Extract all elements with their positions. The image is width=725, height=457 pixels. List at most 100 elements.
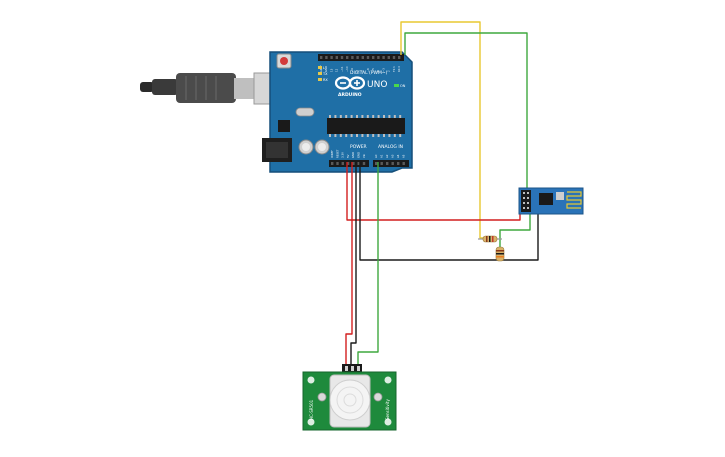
digital-pin-label: ~3 <box>381 68 385 72</box>
digital-pin-label: ~10 <box>345 66 349 72</box>
chip-pin <box>350 134 353 137</box>
chip-pin <box>345 134 348 137</box>
wire-red-5v-to-pir[interactable] <box>345 162 353 372</box>
wire-green-pir-signal[interactable] <box>357 162 379 372</box>
header-pin[interactable] <box>330 56 333 59</box>
analog-pin-label: A2 <box>385 154 389 158</box>
esp-pin[interactable] <box>523 197 525 199</box>
header-pin[interactable] <box>320 56 323 59</box>
digital-pin-label: 4 <box>376 70 380 72</box>
header-pin[interactable] <box>335 56 338 59</box>
chip-pin <box>350 115 353 118</box>
analog-pin[interactable] <box>397 162 400 165</box>
header-pin[interactable] <box>325 56 328 59</box>
power-pin-label: GND <box>351 152 355 158</box>
pir-potentiometer[interactable] <box>373 392 383 402</box>
power-pin[interactable] <box>331 162 334 165</box>
chip-pin <box>366 134 369 137</box>
chip-pin <box>339 134 342 137</box>
power-pin-label: 5V <box>346 154 350 158</box>
chip-pin <box>361 115 364 118</box>
pir-motion-sensor[interactable]: HC-SR501 Sensitivity <box>302 364 397 431</box>
analog-label: ANALOG IN <box>378 144 403 150</box>
model-label: UNO <box>367 80 387 90</box>
esp-pin[interactable] <box>527 192 529 194</box>
wire-black-gnd-to-esp[interactable] <box>359 162 539 261</box>
header-pin[interactable] <box>356 56 359 59</box>
chip-pin <box>334 134 337 137</box>
arduino-logo <box>334 76 366 90</box>
reset-button-cap[interactable] <box>280 57 288 65</box>
digital-pin-label: 8 <box>355 70 359 72</box>
analog-pin-label: A3 <box>391 154 395 158</box>
analog-pin[interactable] <box>386 162 389 165</box>
power-pin[interactable] <box>336 162 339 165</box>
chip-pin <box>329 115 331 118</box>
esp-pin-header <box>521 190 531 212</box>
power-pin[interactable] <box>357 162 360 165</box>
pir-left-label: HC-SR501 <box>309 399 314 420</box>
analog-pin[interactable] <box>375 162 378 165</box>
chip-pin <box>388 115 391 118</box>
digital-pin-label: 2 <box>387 70 391 72</box>
esp-pin[interactable] <box>523 192 525 194</box>
esp-pin[interactable] <box>523 207 525 209</box>
header-pin[interactable] <box>340 56 344 59</box>
wire-green-rx[interactable] <box>404 32 528 199</box>
power-pin[interactable] <box>341 162 344 165</box>
chip-pin <box>393 115 396 118</box>
analog-pin[interactable] <box>380 162 383 165</box>
analog-pin[interactable] <box>391 162 394 165</box>
chip-pin <box>388 134 391 137</box>
power-led <box>394 84 399 87</box>
header-pin[interactable] <box>346 56 349 59</box>
analog-pin-label: A4 <box>396 154 400 158</box>
resistor-vertical[interactable] <box>495 246 505 262</box>
esp8266-wifi-module[interactable] <box>518 187 584 215</box>
chip-pin <box>345 115 348 118</box>
chip-pin <box>377 134 380 137</box>
status-leds: L TX RX <box>318 66 328 82</box>
chip-pin <box>393 134 396 137</box>
atmega-chip <box>327 118 405 134</box>
wire-green-resistor[interactable] <box>499 212 531 238</box>
header-pin[interactable] <box>361 56 364 59</box>
chip-pin <box>377 115 380 118</box>
header-pin[interactable] <box>387 56 390 59</box>
power-pin-label: RESET <box>335 149 339 158</box>
esp-pin[interactable] <box>527 197 529 199</box>
esp-pin[interactable] <box>523 202 525 204</box>
power-pin[interactable] <box>362 162 366 165</box>
analog-pin[interactable] <box>402 162 405 165</box>
chip-pin <box>383 115 385 118</box>
header-pin[interactable] <box>377 56 380 59</box>
pir-potentiometer[interactable] <box>317 392 327 402</box>
resistor-horizontal[interactable] <box>478 235 502 243</box>
digital-pin-label: RX 0 <box>397 66 401 72</box>
header-pin[interactable] <box>382 56 385 59</box>
header-pin[interactable] <box>398 56 401 59</box>
header-pin[interactable] <box>351 56 354 59</box>
esp-pins <box>523 192 529 209</box>
led-label-tx: TX <box>322 72 328 76</box>
digital-pin-label: 12 <box>335 68 339 72</box>
analog-pin-label: A5 <box>402 154 406 158</box>
esp-pin[interactable] <box>527 202 529 204</box>
header-pin[interactable] <box>392 56 396 59</box>
led-label-rx: RX <box>323 78 328 82</box>
power-pin[interactable] <box>346 162 350 165</box>
power-pin[interactable] <box>352 162 355 165</box>
bottom-header-pins <box>331 162 405 165</box>
esp-pin[interactable] <box>527 207 529 209</box>
wire-yellow-tx[interactable] <box>400 21 490 239</box>
chip-pin <box>329 134 331 137</box>
power-pin-label: Vin <box>362 154 366 158</box>
chip-pin <box>399 134 402 137</box>
power-pin-label: IOREF <box>330 150 334 158</box>
power-pin-label: 3.3V <box>341 152 345 158</box>
header-pin[interactable] <box>372 56 375 59</box>
header-pin[interactable] <box>366 56 370 59</box>
wire-black-gnd-to-pir[interactable] <box>350 162 357 372</box>
